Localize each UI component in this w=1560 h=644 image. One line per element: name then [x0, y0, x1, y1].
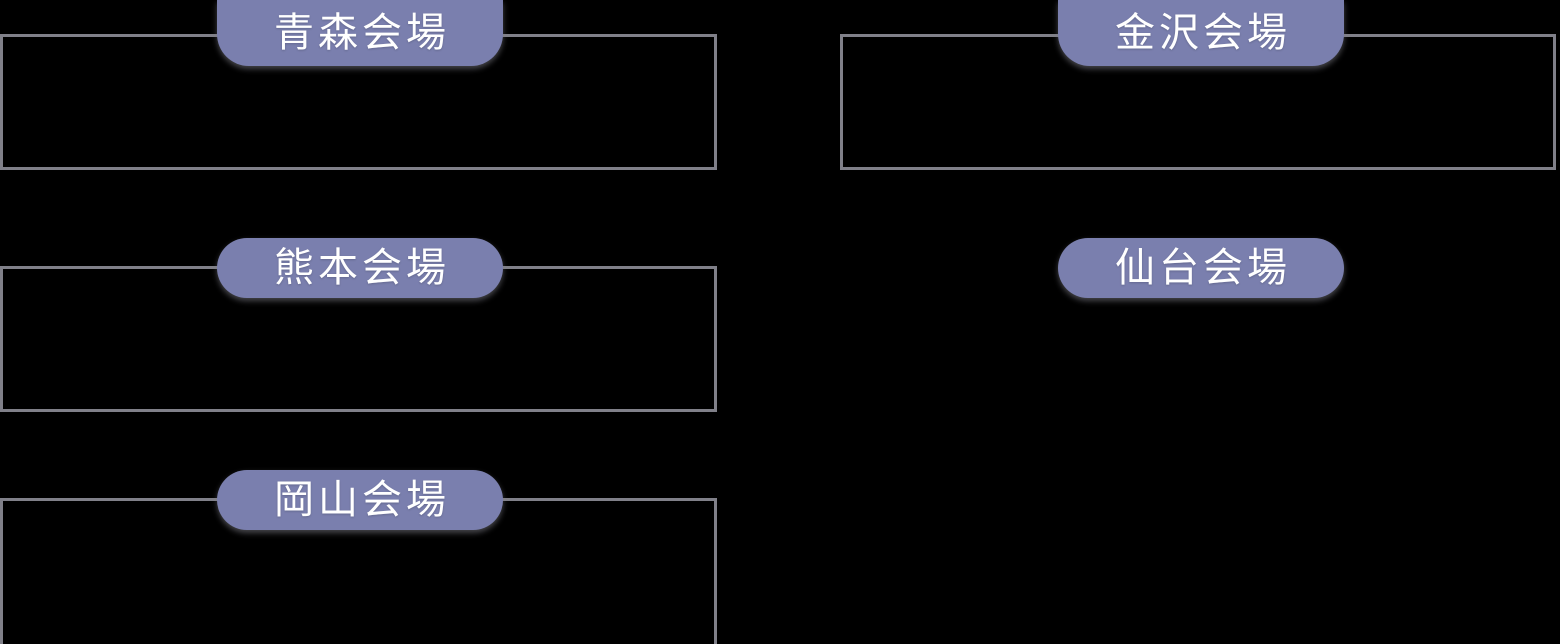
venue-pill-aomori[interactable]: 青森会場: [217, 0, 503, 66]
venue-pill-label-kanazawa: 金沢会場: [1115, 10, 1291, 55]
venue-pill-sendai[interactable]: 仙台会場: [1058, 238, 1344, 298]
venue-pill-okayama[interactable]: 岡山会場: [217, 470, 503, 530]
venue-pill-kanazawa[interactable]: 金沢会場: [1058, 0, 1344, 66]
venue-pill-kumamoto[interactable]: 熊本会場: [217, 238, 503, 298]
venue-pill-label-kumamoto: 熊本会場: [274, 245, 450, 290]
venue-pill-label-okayama: 岡山会場: [274, 477, 450, 522]
venue-pill-label-aomori: 青森会場: [274, 10, 450, 55]
venue-pill-label-sendai: 仙台会場: [1115, 245, 1291, 290]
